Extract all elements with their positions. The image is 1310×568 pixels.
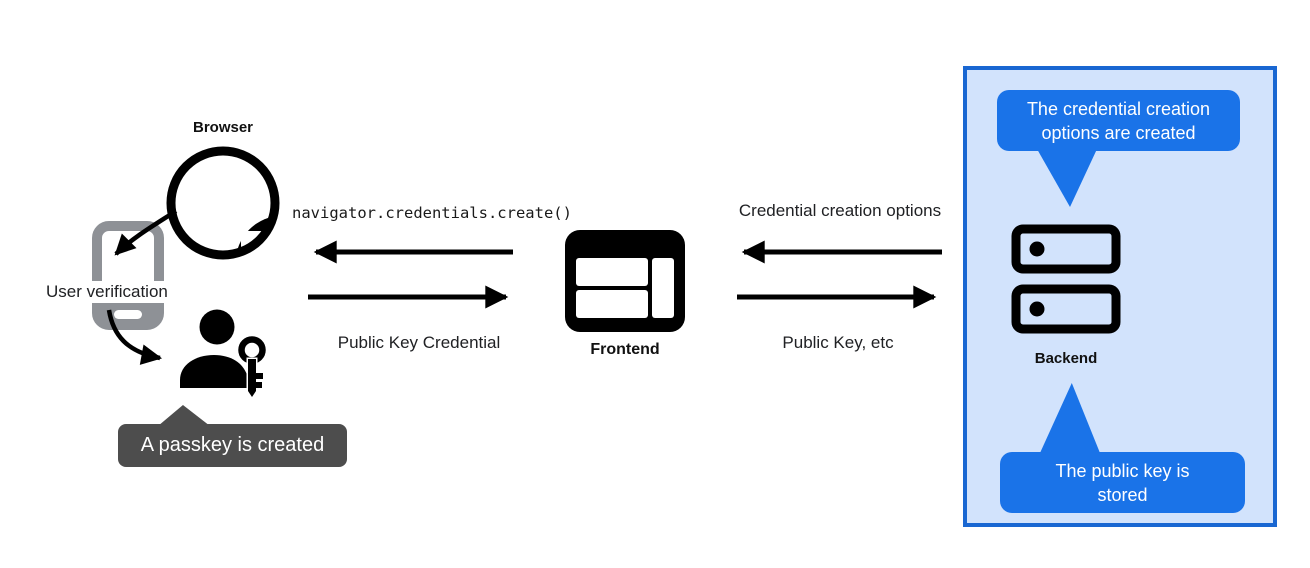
frontend-pane-top-left xyxy=(576,258,648,286)
phone-home-slot xyxy=(114,310,142,319)
person-body xyxy=(180,355,247,388)
user-verification-label: User verification xyxy=(42,281,172,304)
frontend-pane-bottom-left xyxy=(576,290,648,318)
server-unit-top xyxy=(1011,224,1121,274)
navigator-credentials-create-label: navigator.credentials.create() xyxy=(292,204,572,222)
browser-window-icon xyxy=(565,230,685,332)
person-head xyxy=(199,309,235,345)
globe-icon xyxy=(166,146,280,260)
browser-label: Browser xyxy=(192,119,254,136)
passkey-tooltip: A passkey is created xyxy=(118,424,347,467)
server-led-top xyxy=(1029,241,1045,257)
arrow-phone-to-passkey xyxy=(106,309,163,365)
backend-panel: The credential creation options are crea… xyxy=(963,66,1277,527)
frontend-pane-right xyxy=(652,258,674,318)
user-with-key-icon xyxy=(180,309,269,399)
backend-label: Backend xyxy=(1034,350,1098,367)
server-stack-icon xyxy=(1011,224,1121,334)
credential-creation-options-label: Credential creation options xyxy=(738,201,942,220)
server-unit-bottom xyxy=(1011,284,1121,334)
key-glyph xyxy=(235,333,269,399)
arrow-browser-to-phone xyxy=(114,209,178,256)
public-key-credential-label: Public Key Credential xyxy=(337,333,501,352)
globe-rim xyxy=(166,146,280,260)
options-created-callout: The credential creation options are crea… xyxy=(997,90,1240,151)
public-key-stored-callout: The public key is stored xyxy=(1000,452,1245,513)
server-led-bottom xyxy=(1029,301,1045,317)
public-key-etc-label: Public Key, etc xyxy=(782,333,894,352)
frontend-label: Frontend xyxy=(590,341,660,358)
